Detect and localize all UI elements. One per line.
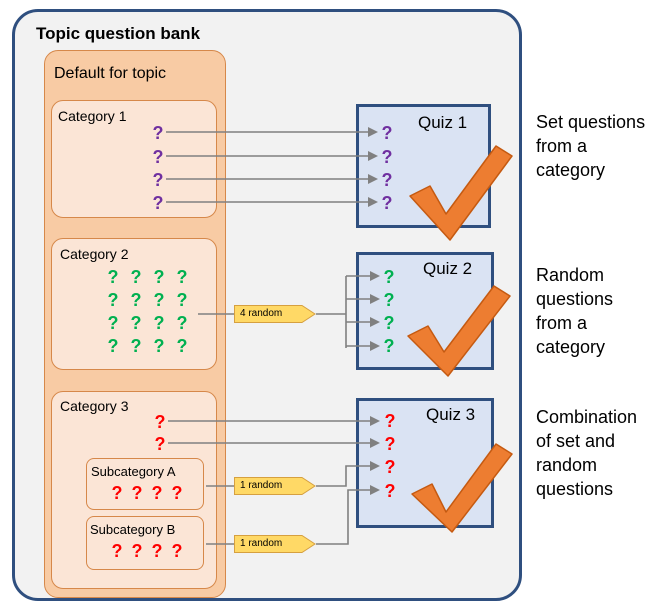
bank-title: Topic question bank [36,24,201,43]
cat2-question-mark: ? [130,313,142,333]
subcategory-b-title: Subcategory B [90,522,176,537]
cat2-question-mark: ? [153,313,165,333]
category-3-title: Category 3 [60,398,129,414]
cat1-question-mark: ? [152,123,164,143]
subcat-a-question-mark: ? [151,483,163,503]
category-1-title: Category 1 [58,108,127,124]
random-tag-subcat-b-label: 1 random [240,538,283,549]
cat1-question-mark: ? [152,193,164,213]
default-group-title: Default for topic [54,65,167,82]
cat2-question-mark: ? [107,267,119,287]
cat2-question-mark: ? [107,290,119,310]
subcat-b-question-mark: ? [151,541,163,561]
subcat-a-question-mark: ? [171,483,183,503]
side-label-random-questions: Random questions from a category [536,265,614,357]
side-label-combination: Combination of set and random questions [536,407,638,499]
cat2-question-mark: ? [130,336,142,356]
cat1-question-mark: ? [152,147,164,167]
cat2-question-mark: ? [176,313,188,333]
quiz3-question-mark: ? [384,434,396,454]
quiz3-question-mark: ? [384,481,396,501]
cat2-question-mark: ? [176,290,188,310]
quiz2-question-mark: ? [383,313,395,333]
cat3-question-mark: ? [154,412,166,432]
cat2-question-mark: ? [107,313,119,333]
cat2-question-mark: ? [130,290,142,310]
quiz1-question-mark: ? [381,170,393,190]
side-label-set-questions: Set questions from a category [536,112,646,180]
quiz1-question-mark: ? [381,123,393,143]
random-tag-subcat-a-label: 1 random [240,480,283,491]
quiz1-question-mark: ? [381,193,393,213]
subcategory-a-title: Subcategory A [91,464,176,479]
subcategory-a-box [86,458,204,510]
quiz3-question-mark: ? [384,411,396,431]
cat2-question-mark: ? [130,267,142,287]
subcat-a-question-mark: ? [111,483,123,503]
quiz-3-title: Quiz 3 [426,405,476,424]
category-2-title: Category 2 [60,246,129,262]
quiz3-question-mark: ? [384,457,396,477]
cat2-question-mark: ? [153,290,165,310]
subcategory-b-box [86,516,204,570]
random-tag-subcat-b: 1 random [234,535,316,553]
quiz2-question-mark: ? [383,336,395,356]
cat1-question-mark: ? [152,170,164,190]
random-tag-cat2-label: 4 random [240,308,283,319]
quiz-2-title: Quiz 2 [423,259,473,278]
quiz2-question-mark: ? [383,290,395,310]
subcat-b-question-mark: ? [111,541,123,561]
cat2-question-mark: ? [176,267,188,287]
quiz2-question-mark: ? [383,267,395,287]
category-2-box [51,238,217,370]
cat3-question-mark: ? [154,434,166,454]
quiz1-question-mark: ? [381,147,393,167]
cat2-question-mark: ? [107,336,119,356]
subcat-b-question-mark: ? [171,541,183,561]
cat2-question-mark: ? [153,267,165,287]
random-tag-subcat-a: 1 random [234,477,316,495]
random-tag-cat2: 4 random [234,305,316,323]
category-1-box [51,100,217,218]
quiz-1-title: Quiz 1 [418,113,468,132]
cat2-question-mark: ? [176,336,188,356]
cat2-question-mark: ? [153,336,165,356]
subcat-b-question-mark: ? [131,541,143,561]
subcat-a-question-mark: ? [131,483,143,503]
